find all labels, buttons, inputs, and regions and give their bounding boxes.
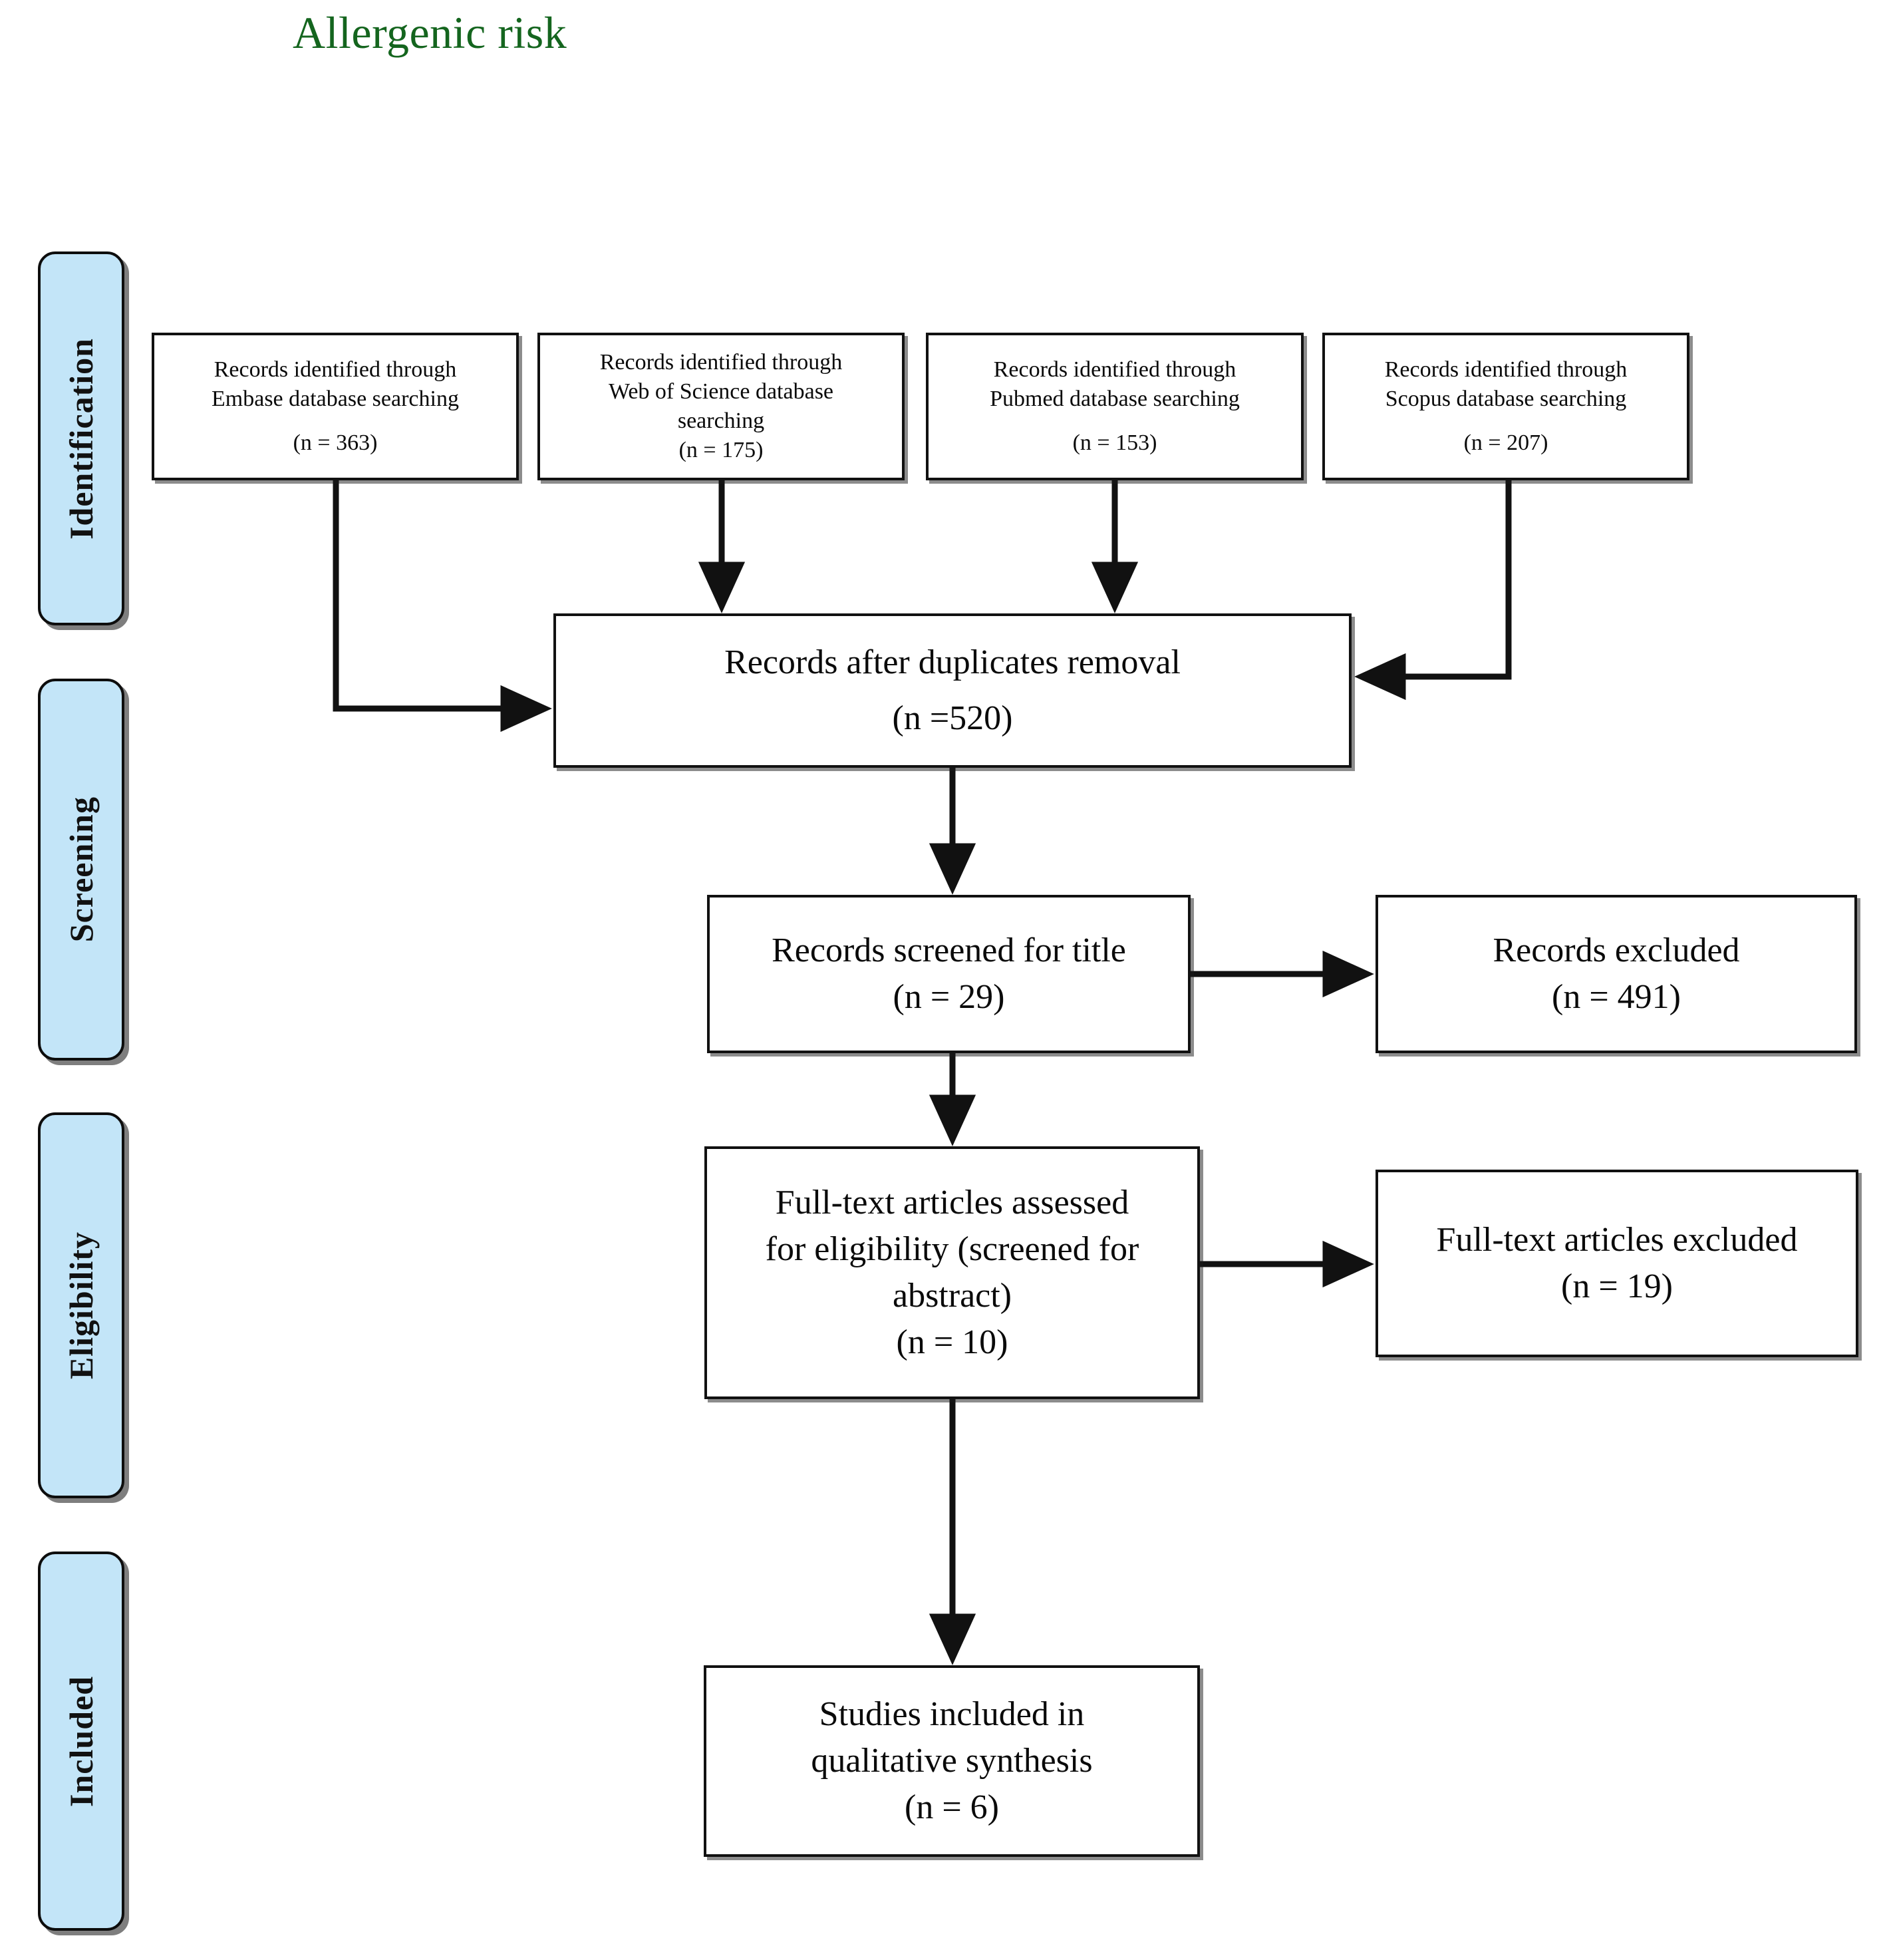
node-scopus-line2: Scopus database searching <box>1385 386 1627 411</box>
node-records-excluded-line1: Records excluded <box>1493 931 1740 969</box>
node-scopus-count: (n = 207) <box>1463 430 1548 456</box>
node-web-of-science-line1: Records identified through <box>599 349 843 375</box>
stage-label-eligibility: Eligibility <box>63 1231 100 1380</box>
node-web-of-science-line2: Web of Science database <box>608 379 834 404</box>
node-records-screened[interactable]: Records screened for title (n = 29) <box>707 895 1191 1053</box>
node-web-of-science[interactable]: Records identified through Web of Scienc… <box>537 333 905 480</box>
node-studies-included[interactable]: Studies included in qualitative synthesi… <box>704 1665 1200 1857</box>
node-records-screened-line1: Records screened for title <box>772 931 1126 969</box>
stage-label-identification: Identification <box>63 337 100 540</box>
node-fulltext-excluded[interactable]: Full-text articles excluded (n = 19) <box>1376 1170 1858 1357</box>
node-studies-included-line1: Studies included in <box>819 1695 1085 1733</box>
node-pubmed-line1: Records identified through <box>993 357 1236 382</box>
stage-label-included: Included <box>63 1675 100 1807</box>
node-duplicates-removed-line1: Records after duplicates removal <box>724 643 1181 681</box>
node-embase-line2: Embase database searching <box>212 386 459 411</box>
edge-embase-to-duplicates <box>333 480 552 733</box>
node-embase[interactable]: Records identified through Embase databa… <box>152 333 519 480</box>
node-duplicates-removed-count: (n =520) <box>892 699 1013 737</box>
node-scopus[interactable]: Records identified through Scopus databa… <box>1322 333 1689 480</box>
node-web-of-science-count: (n = 175) <box>678 438 764 463</box>
stage-pill-identification[interactable]: Identification <box>38 251 124 625</box>
node-scopus-line1: Records identified through <box>1384 357 1628 382</box>
node-fulltext-assessed-line3: abstract) <box>892 1277 1012 1315</box>
node-web-of-science-line3: searching <box>677 408 765 433</box>
node-records-screened-count: (n = 29) <box>893 978 1005 1016</box>
node-duplicates-removed[interactable]: Records after duplicates removal (n =520… <box>553 613 1352 768</box>
node-fulltext-assessed-count: (n = 10) <box>896 1323 1008 1362</box>
stage-pill-eligibility[interactable]: Eligibility <box>38 1112 124 1498</box>
node-fulltext-assessed-line2: for eligibility (screened for <box>765 1229 1139 1268</box>
node-fulltext-excluded-count: (n = 19) <box>1561 1267 1673 1305</box>
edge-scopus-to-duplicates <box>1354 480 1512 701</box>
node-studies-included-count: (n = 6) <box>905 1788 999 1827</box>
stage-pill-screening[interactable]: Screening <box>38 679 124 1061</box>
stage-label-screening: Screening <box>63 796 100 943</box>
stage-pill-included[interactable]: Included <box>38 1552 124 1931</box>
node-fulltext-assessed-line1: Full-text articles assessed <box>775 1183 1129 1222</box>
node-studies-included-line2: qualitative synthesis <box>811 1741 1093 1780</box>
node-fulltext-excluded-line1: Full-text articles excluded <box>1436 1220 1798 1259</box>
node-records-excluded-count: (n = 491) <box>1552 978 1681 1016</box>
node-pubmed-line2: Pubmed database searching <box>990 386 1240 411</box>
node-embase-line1: Records identified through <box>214 357 457 382</box>
node-fulltext-assessed[interactable]: Full-text articles assessed for eligibil… <box>704 1146 1200 1399</box>
node-pubmed-count: (n = 153) <box>1072 430 1157 456</box>
node-records-excluded[interactable]: Records excluded (n = 491) <box>1376 895 1857 1053</box>
page-title: Allergenic risk <box>293 7 567 58</box>
node-embase-count: (n = 363) <box>293 430 378 456</box>
node-pubmed[interactable]: Records identified through Pubmed databa… <box>926 333 1304 480</box>
